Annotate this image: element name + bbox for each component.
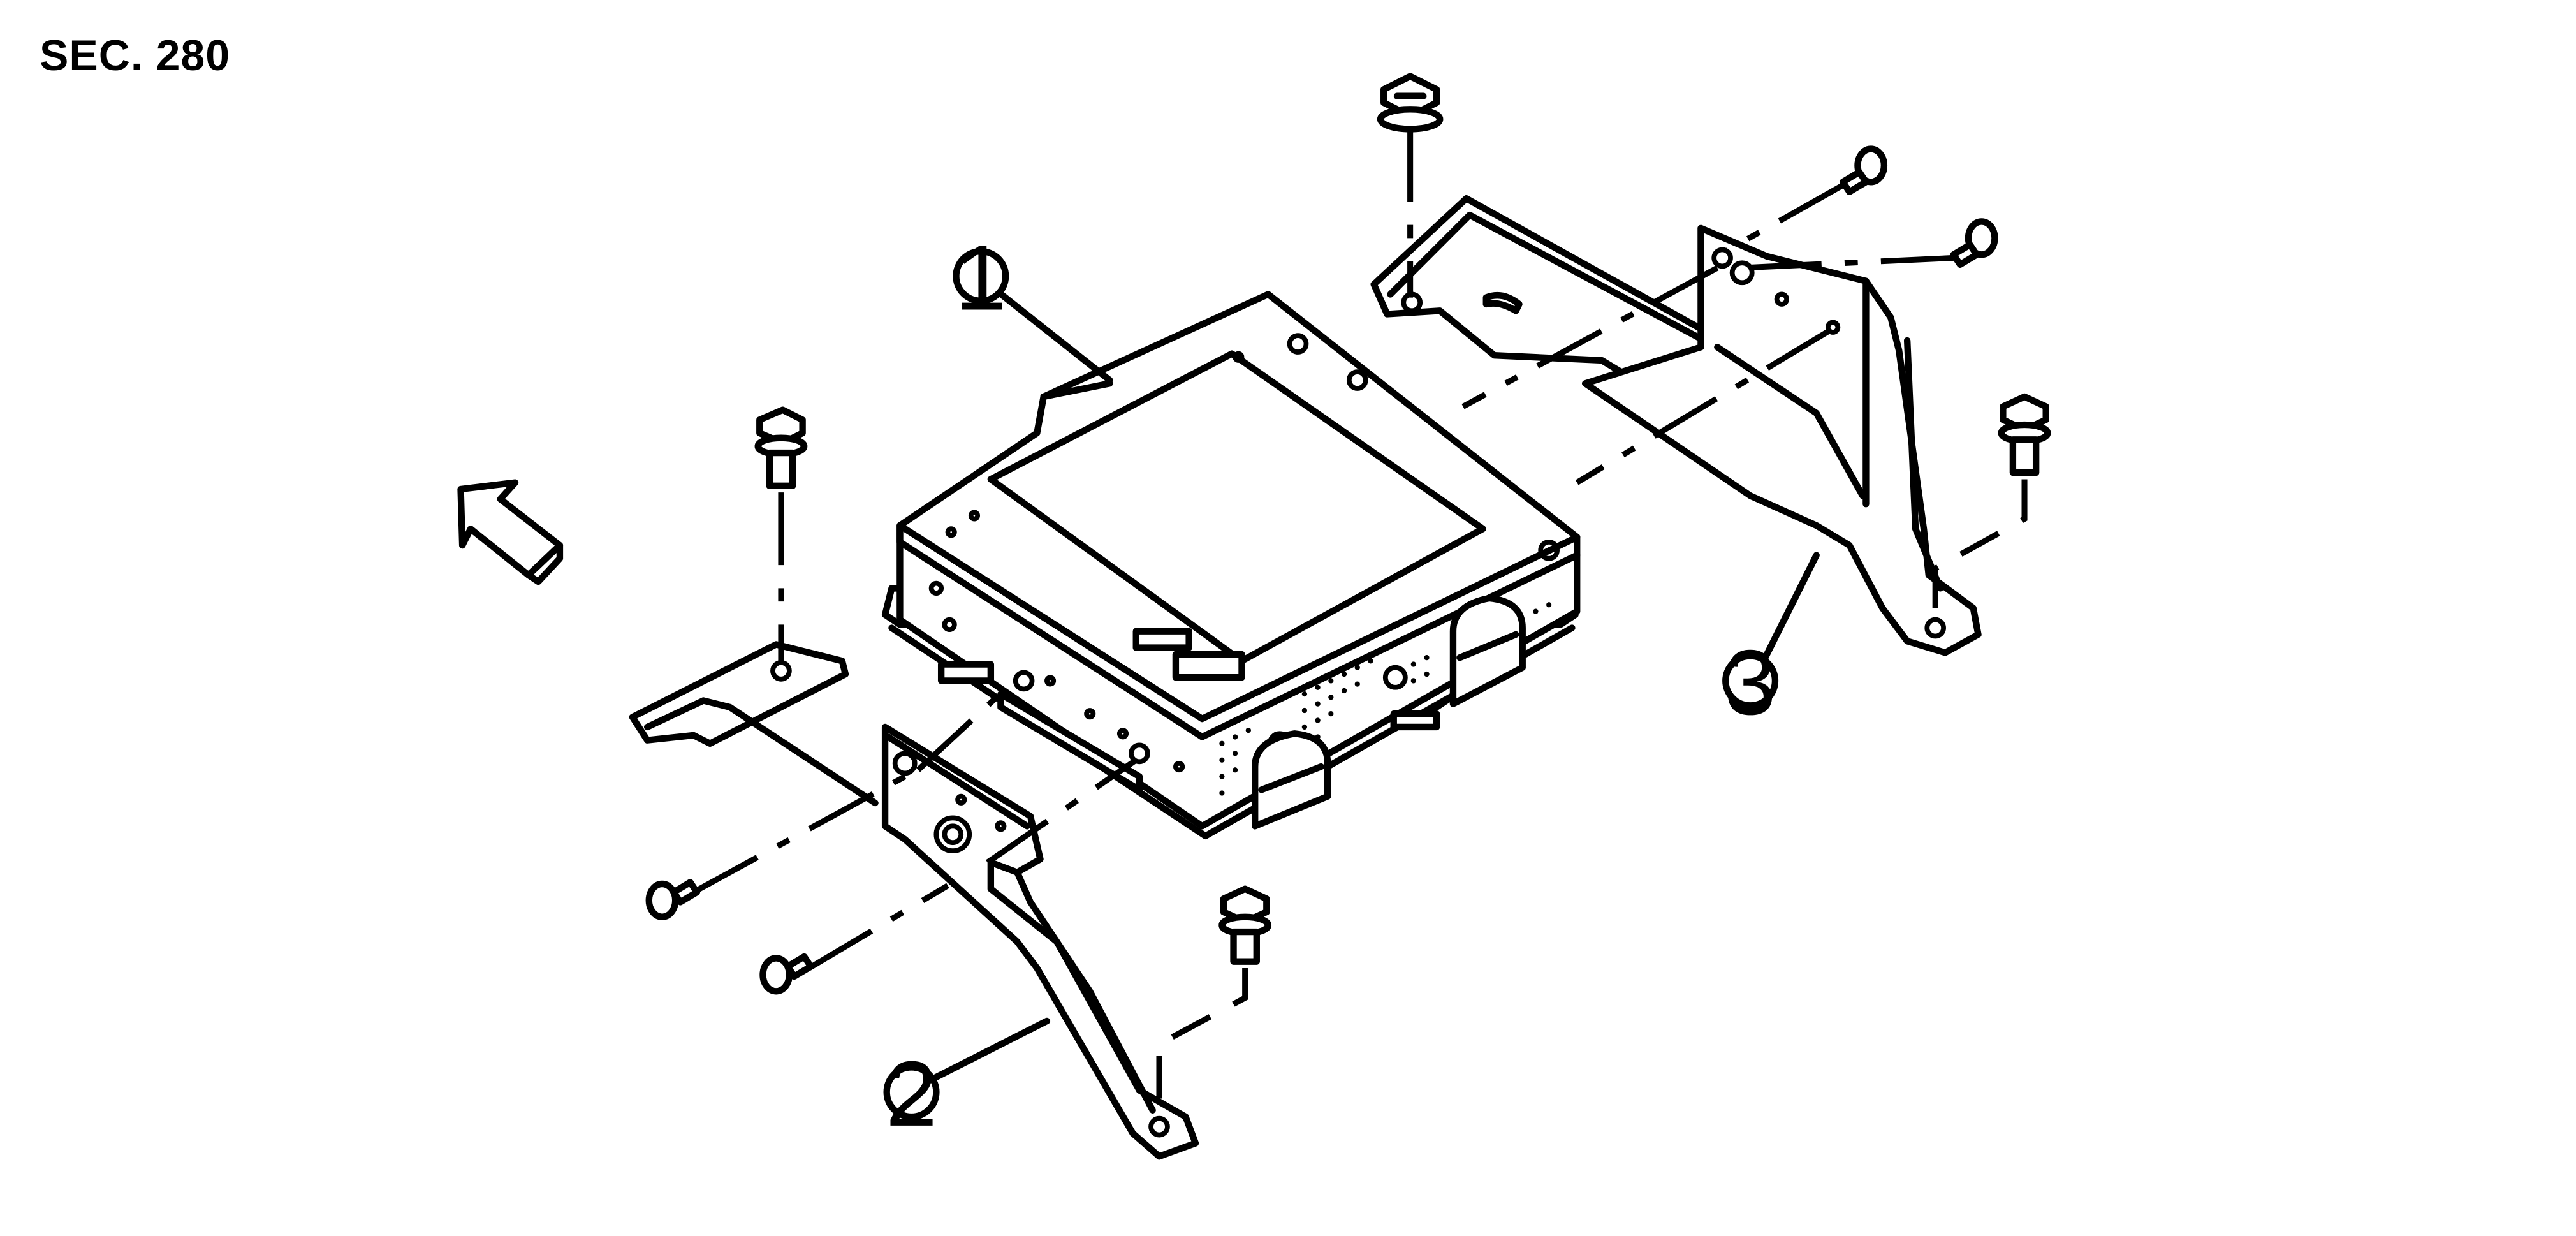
bracket-right: [1370, 195, 1982, 656]
bracket-left: [629, 641, 1199, 1160]
section-label: SEC. 280: [40, 31, 231, 80]
bolt-icon: [1377, 73, 1444, 133]
screw-icon: [1950, 218, 1998, 268]
callout-number: 2: [886, 1042, 937, 1145]
vent-grille: [1219, 602, 1552, 796]
callout-3: 3: [1722, 631, 1779, 734]
front-arrow-icon: [457, 479, 564, 585]
bolt-icon: [1218, 885, 1272, 965]
screw-icon: [759, 953, 814, 995]
screw-icon: [1839, 145, 1888, 196]
screw-icon: [645, 879, 701, 920]
callout-1: 1: [953, 226, 1009, 330]
callout-number: 3: [1725, 631, 1776, 734]
bolt-icon: [754, 406, 808, 490]
main-unit: [881, 291, 1581, 840]
callout-number: 1: [955, 226, 1007, 330]
bolt-icon: [1998, 393, 2051, 476]
callout-2: 2: [883, 1042, 940, 1145]
